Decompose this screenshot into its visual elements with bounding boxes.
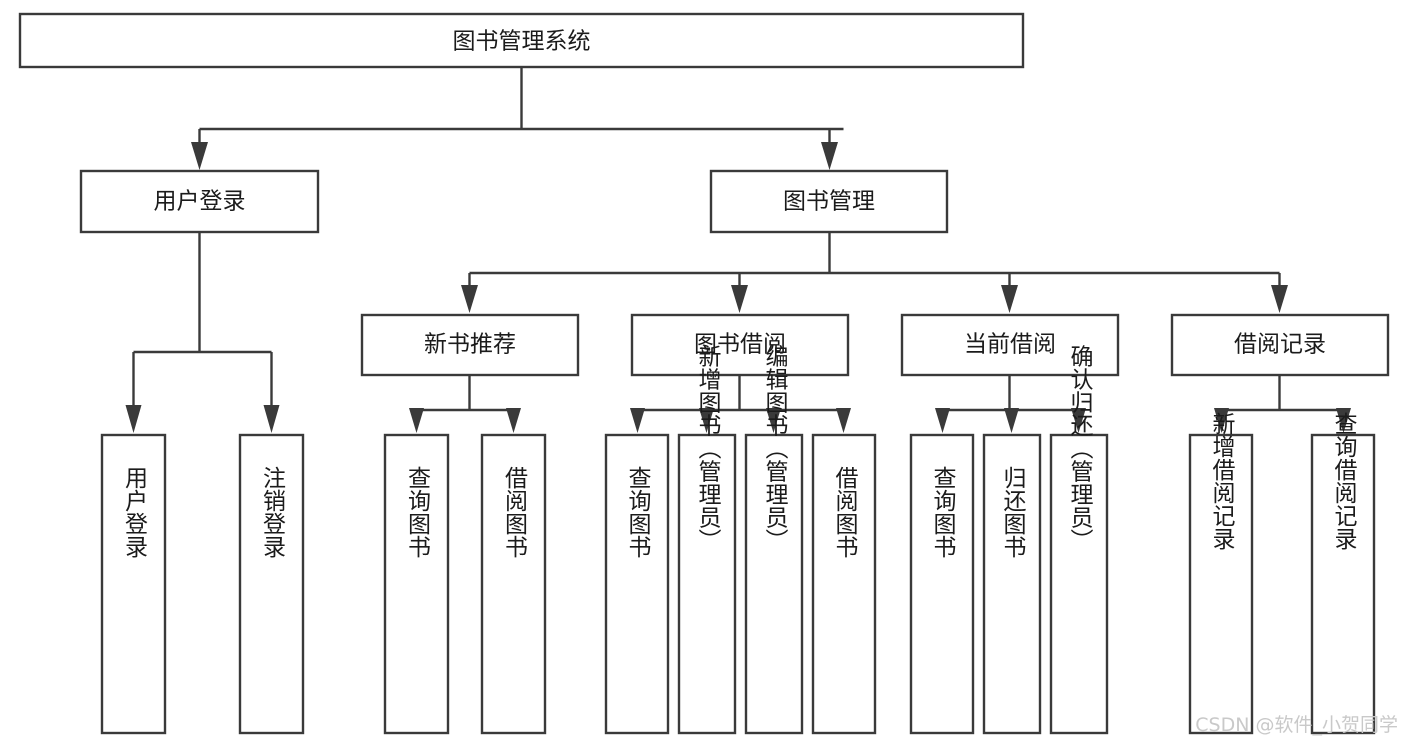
node-current-borrow[interactable]: 当前借阅 bbox=[900, 313, 1120, 377]
node-book-management[interactable]: 图书管理 bbox=[709, 169, 949, 234]
leaf-add-borrow-record-box[interactable] bbox=[1188, 433, 1254, 735]
arrow-head-book-management bbox=[821, 142, 838, 170]
arrow-head-leaf-confirm-return-admin bbox=[1071, 408, 1086, 433]
leaf-return-book[interactable]: 归还图书 bbox=[982, 433, 1042, 735]
leaf-user-login-box[interactable] bbox=[100, 433, 167, 735]
leaf-add-borrow-record-label: 新增借阅记录 bbox=[1208, 412, 1236, 550]
node-user-login[interactable]: 用户登录 bbox=[79, 169, 320, 234]
leaf-add-borrow-record[interactable]: 新增借阅记录 bbox=[1188, 412, 1254, 735]
leaf-user-login-label: 用户登录 bbox=[121, 466, 149, 558]
leaf-add-book-admin[interactable]: 新增图书（管理员） bbox=[677, 345, 737, 735]
leaf-query-book-borrow-box[interactable] bbox=[604, 433, 670, 735]
leaf-query-borrow-record-box[interactable] bbox=[1310, 433, 1376, 735]
leaf-logout-login-box[interactable] bbox=[238, 433, 305, 735]
leaf-user-login[interactable]: 用户登录 bbox=[100, 433, 167, 735]
node-borrow-record-box[interactable] bbox=[1170, 313, 1390, 377]
leaf-borrow-book-label: 借阅图书 bbox=[831, 466, 859, 558]
leaf-logout-login[interactable]: 注销登录 bbox=[238, 433, 305, 735]
node-borrow-record-label: 借阅记录 bbox=[1234, 332, 1326, 358]
arrow-head-book-borrow bbox=[731, 285, 748, 313]
leaf-borrow-book[interactable]: 借阅图书 bbox=[811, 433, 877, 735]
leaf-query-borrow-record[interactable]: 查询借阅记录 bbox=[1310, 412, 1376, 735]
node-root-box[interactable] bbox=[18, 12, 1025, 69]
node-user-login-label: 用户登录 bbox=[154, 189, 246, 215]
arrow-head-leaf-user-login bbox=[125, 405, 142, 433]
leaf-return-book-label: 归还图书 bbox=[999, 466, 1027, 558]
leaf-borrow-book-recommend-box[interactable] bbox=[480, 433, 547, 735]
leaf-query-book-current[interactable]: 查询图书 bbox=[909, 433, 975, 735]
node-new-book-recommend[interactable]: 新书推荐 bbox=[360, 313, 580, 377]
arrow-head-leaf-add-book-admin bbox=[699, 408, 714, 433]
node-book-borrow-box[interactable] bbox=[630, 313, 850, 377]
leaf-query-book-borrow-label: 查询图书 bbox=[624, 466, 652, 558]
leaf-query-book-recommend-label: 查询图书 bbox=[404, 466, 432, 558]
node-root-label: 图书管理系统 bbox=[453, 29, 591, 55]
arrow-head-leaf-query-book-current bbox=[935, 408, 950, 433]
leaf-query-book-recommend-box[interactable] bbox=[383, 433, 450, 735]
leaf-edit-book-admin[interactable]: 编辑图书（管理员） bbox=[744, 345, 804, 735]
arrow-head-leaf-query-book-borrow bbox=[630, 408, 645, 433]
node-current-borrow-label: 当前借阅 bbox=[964, 332, 1056, 358]
node-user-login-box[interactable] bbox=[79, 169, 320, 234]
arrow-head-leaf-add-borrow-record bbox=[1214, 408, 1229, 433]
leaf-query-borrow-record-label: 查询借阅记录 bbox=[1330, 412, 1358, 550]
node-borrow-record[interactable]: 借阅记录 bbox=[1170, 313, 1390, 377]
node-current-borrow-box[interactable] bbox=[900, 313, 1120, 377]
leaf-query-book-borrow[interactable]: 查询图书 bbox=[604, 433, 670, 735]
arrow-head-leaf-edit-book-admin bbox=[766, 408, 781, 433]
arrow-head-leaf-query-borrow-record bbox=[1336, 408, 1351, 433]
leaf-logout-login-label: 注销登录 bbox=[259, 466, 287, 558]
arrow-head-user-login bbox=[191, 142, 208, 170]
leaf-return-book-box[interactable] bbox=[982, 433, 1042, 735]
node-new-book-recommend-box[interactable] bbox=[360, 313, 580, 377]
arrow-head-current-borrow bbox=[1001, 285, 1018, 313]
arrow-head-leaf-logout-login bbox=[263, 405, 280, 433]
leaf-add-book-admin-box[interactable] bbox=[677, 433, 737, 735]
node-book-management-label: 图书管理 bbox=[783, 189, 875, 215]
leaf-edit-book-admin-label: 编辑图书（管理员） bbox=[761, 345, 789, 552]
leaf-edit-book-admin-box[interactable] bbox=[744, 433, 804, 735]
leaf-confirm-return-admin-label: 确认归还（管理员） bbox=[1066, 345, 1094, 552]
arrow-head-leaf-borrow-book bbox=[836, 408, 851, 433]
leaf-query-book-recommend[interactable]: 查询图书 bbox=[383, 433, 450, 735]
leaf-confirm-return-admin[interactable]: 确认归还（管理员） bbox=[1049, 345, 1109, 735]
leaf-add-book-admin-label: 新增图书（管理员） bbox=[694, 345, 722, 552]
leaf-borrow-book-recommend-label: 借阅图书 bbox=[501, 466, 529, 558]
node-book-borrow-label: 图书借阅 bbox=[694, 332, 786, 358]
arrow-head-leaf-return-book bbox=[1004, 408, 1019, 433]
connector-layer bbox=[125, 67, 1351, 433]
leaf-confirm-return-admin-box[interactable] bbox=[1049, 433, 1109, 735]
node-book-borrow[interactable]: 图书借阅 bbox=[630, 313, 850, 377]
arrow-head-borrow-record bbox=[1271, 285, 1288, 313]
leaf-borrow-book-recommend[interactable]: 借阅图书 bbox=[480, 433, 547, 735]
node-root[interactable]: 图书管理系统 bbox=[18, 12, 1025, 69]
arrow-head-leaf-borrow-book-recommend bbox=[506, 408, 521, 433]
node-book-management-box[interactable] bbox=[709, 169, 949, 234]
node-new-book-recommend-label: 新书推荐 bbox=[424, 332, 516, 358]
arrow-head-new-book-recommend bbox=[461, 285, 478, 313]
arrow-head-leaf-query-book-recommend bbox=[409, 408, 424, 433]
leaf-query-book-current-box[interactable] bbox=[909, 433, 975, 735]
leaf-query-book-current-label: 查询图书 bbox=[929, 466, 957, 558]
leaf-borrow-book-box[interactable] bbox=[811, 433, 877, 735]
csdn-watermark: CSDN @软件_小贺同学 bbox=[1195, 714, 1398, 736]
